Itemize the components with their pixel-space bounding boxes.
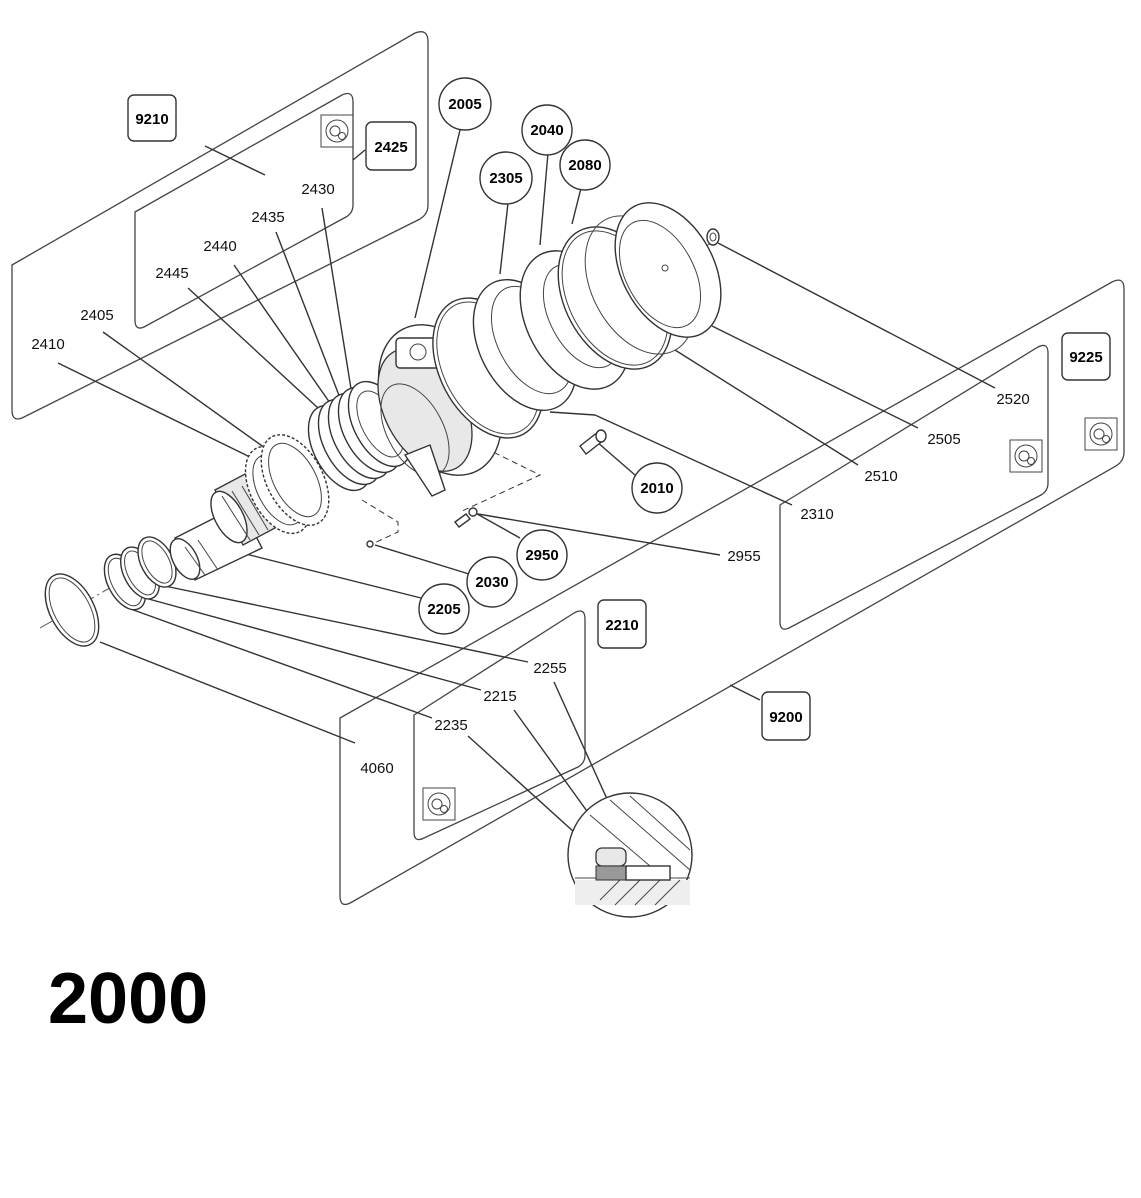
label-2310: 2310 [800, 506, 833, 523]
plain-labels: 2430 2435 2440 2445 2405 2410 2520 2505 … [31, 181, 1029, 777]
seal-kit-icon [1009, 439, 1043, 473]
boxed-label-9225: 9225 [1061, 332, 1111, 381]
part-2010-bolt [579, 429, 607, 455]
seal-kit-icon [320, 114, 354, 148]
boxed-label-9210: 9210 [127, 94, 177, 142]
label-4060: 4060 [360, 760, 393, 777]
boxed-label-2210: 2210 [597, 599, 647, 649]
label-2510: 2510 [864, 468, 897, 485]
label-2255: 2255 [533, 660, 566, 677]
part-2205-shaft [169, 464, 291, 581]
seal-detail-view [567, 792, 693, 918]
svg-text:2950: 2950 [525, 547, 558, 564]
leader-lines [57, 129, 996, 853]
part-2955-washer [468, 507, 478, 517]
callout-2010: 2010 [631, 462, 683, 514]
svg-text:2030: 2030 [475, 574, 508, 591]
part-2405-disc [260, 434, 330, 526]
part-4060-o-ring [44, 573, 100, 647]
callout-2205: 2205 [418, 583, 470, 635]
seal-kit-icon [422, 787, 456, 821]
part-2950-screw [453, 513, 472, 528]
svg-text:2210: 2210 [605, 617, 638, 634]
part-2445-2430-clutch-pack [307, 380, 413, 492]
callout-2005: 2005 [438, 77, 492, 131]
label-2955: 2955 [727, 548, 760, 565]
panel-2425 [134, 92, 354, 329]
label-2505: 2505 [927, 431, 960, 448]
boxed-label-2425: 2425 [365, 121, 417, 171]
svg-text:2040: 2040 [530, 122, 563, 139]
svg-text:9200: 9200 [769, 709, 802, 726]
svg-text:9225: 9225 [1069, 349, 1102, 366]
part-2030-ball [366, 540, 374, 548]
seal-kit-icon [1084, 417, 1118, 451]
label-2410: 2410 [31, 336, 64, 353]
callout-2030: 2030 [466, 556, 518, 608]
svg-text:2305: 2305 [489, 170, 522, 187]
label-2430: 2430 [301, 181, 334, 198]
svg-text:9210: 9210 [135, 111, 168, 128]
callout-2080: 2080 [559, 139, 611, 191]
callout-2040: 2040 [521, 104, 573, 156]
svg-text:2080: 2080 [568, 157, 601, 174]
part-2520-plug [706, 228, 720, 246]
panel-2210 [413, 610, 586, 841]
label-2445: 2445 [155, 265, 188, 282]
svg-text:2425: 2425 [374, 139, 407, 156]
label-2435: 2435 [251, 209, 284, 226]
label-2520: 2520 [996, 391, 1029, 408]
svg-text:2010: 2010 [640, 480, 673, 497]
panel-9225 [779, 344, 1118, 630]
label-2405: 2405 [80, 307, 113, 324]
label-2215: 2215 [483, 688, 516, 705]
label-2235: 2235 [434, 717, 467, 734]
hidden-edge-lines [361, 447, 542, 546]
label-2440: 2440 [203, 238, 236, 255]
callout-2950: 2950 [516, 529, 568, 581]
svg-text:2005: 2005 [448, 96, 481, 113]
part-2505-plate [614, 202, 722, 338]
callout-2305: 2305 [479, 151, 533, 205]
boxed-label-9200: 9200 [761, 691, 811, 741]
group-number-title: 2000 [48, 959, 209, 1039]
svg-text:2205: 2205 [427, 601, 460, 618]
